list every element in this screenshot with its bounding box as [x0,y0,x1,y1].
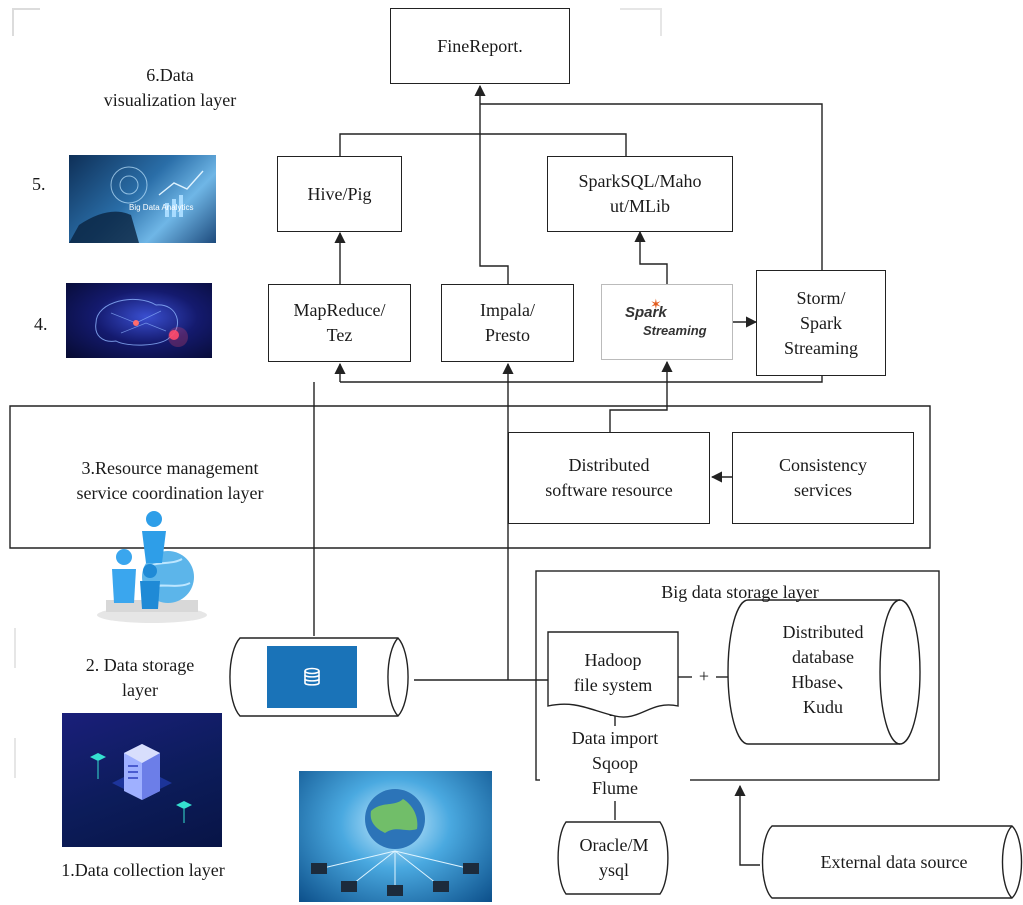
corner-mark-left-bottom [0,738,16,778]
plus-sign: + [698,666,710,686]
spark-wordmark: Spark [625,304,667,321]
spark-streaming-text: Streaming [643,323,707,338]
layer-1-label: 1.Data collection layer [61,860,225,880]
layer-6-label: 6.Data visualization layer [103,65,237,110]
server-image [62,713,222,847]
data-import-label: Data import Sqoop Flume [540,726,690,801]
distributed-software-node: Distributed software resource [508,432,710,524]
spark-star-icon: ✶ [650,296,662,312]
people-globe-image [92,505,212,625]
big-data-analytics-caption: Big Data Analytics [129,203,194,212]
corner-mark-top-right [620,8,662,36]
database-icon [267,646,357,708]
impala-node: Impala/ Presto [441,284,574,362]
layer-2-label: 2. Data storage layer [85,655,195,700]
big-data-analytics-image: Big Data Analytics [69,155,216,243]
layer-5-label: 5. [32,174,46,194]
oracle-node: Oracle/M ysql [579,835,649,880]
layer-4-label: 4. [34,314,48,334]
corner-mark-top-left [12,8,40,36]
globe-network-image [299,771,492,902]
hadoop-node: Hadoop file system [573,650,653,695]
spark-streaming-logo-node: ✶ Spark Streaming [601,284,733,360]
distributed-db-node: Distributed database Hbase、 Kudu [782,622,864,717]
external-data-source-node: External data source [820,852,968,872]
corner-mark-left [0,628,16,668]
hive-pig-node: Hive/Pig [277,156,402,232]
finereport-node: FineReport. [390,8,570,84]
storm-node: Storm/ Spark Streaming [756,270,886,376]
mapreduce-node: MapReduce/ Tez [268,284,411,362]
consistency-node: Consistency services [732,432,914,524]
storage-group-title: Big data storage layer [661,582,819,602]
sparksql-node: SparkSQL/Maho ut/MLib [547,156,733,232]
layer-3-label: 3.Resource management service coordinati… [76,458,264,503]
ai-brain-image [66,283,212,358]
